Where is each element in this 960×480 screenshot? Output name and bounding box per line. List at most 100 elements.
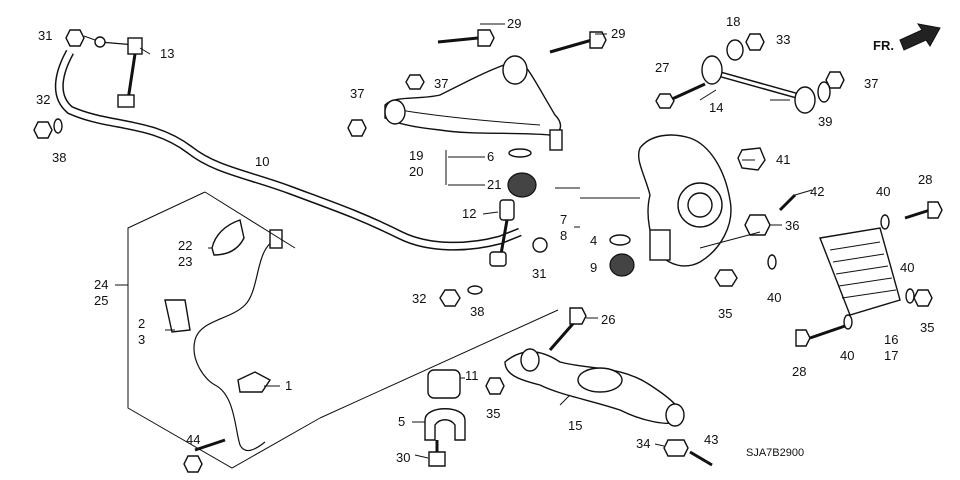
stabilizer-holder-5	[424, 408, 466, 441]
callout-36: 36	[785, 218, 799, 233]
bolt-28-top	[904, 201, 943, 220]
callout-35-lower: 35	[486, 406, 500, 421]
callout-18: 18	[726, 14, 740, 29]
circlip-4	[609, 234, 631, 246]
callout-14: 14	[709, 100, 723, 115]
bolt-42	[778, 193, 797, 212]
callout-28-bottom: 28	[792, 364, 806, 379]
group-bracket-24-25	[127, 191, 321, 469]
callout-35-right: 35	[718, 306, 732, 321]
callout-6: 6	[487, 149, 494, 164]
abs-bracket-22-23	[211, 219, 245, 256]
callout-17: 17	[884, 348, 898, 363]
callout-32-left: 32	[36, 92, 50, 107]
callout-37-upper-left: 37	[434, 76, 448, 91]
callout-3: 3	[138, 332, 145, 347]
callout-1: 1	[285, 378, 292, 393]
callout-16: 16	[884, 332, 898, 347]
knuckle	[638, 134, 732, 267]
callout-25: 25	[94, 293, 108, 308]
callout-26: 26	[601, 312, 615, 327]
callout-37-right: 37	[864, 76, 878, 91]
washer-38-left	[53, 118, 63, 134]
circlip-6	[508, 148, 532, 158]
callout-41: 41	[776, 152, 790, 167]
callout-38-bottom: 38	[470, 304, 484, 319]
stabilizer-link-rear	[489, 199, 548, 267]
callout-19: 19	[409, 148, 423, 163]
callout-28-top: 28	[918, 172, 932, 187]
boot-9	[609, 253, 635, 277]
stabilizer-link-front	[94, 36, 143, 108]
nut-35-right	[714, 269, 738, 287]
callout-31-bottom: 31	[532, 266, 546, 281]
front-direction-arrow-icon	[899, 23, 941, 51]
callout-11: 11	[465, 368, 479, 383]
lower-control-arm	[504, 348, 685, 427]
lower-arm-protector	[819, 227, 901, 316]
upper-link	[701, 39, 816, 114]
callout-12: 12	[462, 206, 476, 221]
callout-37-lower-left: 37	[350, 86, 364, 101]
front-direction-label: FR.	[873, 38, 894, 53]
washer-39	[817, 81, 831, 103]
callout-20: 20	[409, 164, 423, 179]
bolt-43	[689, 450, 713, 467]
nut-32-bottom	[439, 289, 461, 307]
callout-27: 27	[655, 60, 669, 75]
callout-23: 23	[178, 254, 192, 269]
callout-21: 21	[487, 177, 501, 192]
callout-4: 4	[590, 233, 597, 248]
callout-40-c: 40	[900, 260, 914, 275]
nut-37-right	[825, 71, 845, 89]
nut-37-lower-left	[347, 119, 367, 137]
front-direction-indicator: FR.	[873, 23, 941, 53]
callout-35-far-right: 35	[920, 320, 934, 335]
callout-29-left: 29	[507, 16, 521, 31]
washer-40-d	[843, 314, 853, 330]
stabilizer-bar	[54, 49, 522, 251]
boot-21	[507, 172, 537, 198]
bolt-26	[548, 307, 587, 351]
washer-40-a	[880, 214, 890, 230]
nut-34	[663, 439, 689, 457]
callout-22: 22	[178, 238, 192, 253]
callout-40-b: 40	[767, 290, 781, 305]
washer-40-c	[905, 288, 915, 304]
nut-37-upper-left	[405, 74, 425, 90]
bolt-27	[655, 82, 706, 109]
callout-43: 43	[704, 432, 718, 447]
callout-32-bottom: 32	[412, 291, 426, 306]
washer-40-b	[767, 254, 777, 270]
callout-31-top: 31	[38, 28, 52, 43]
callout-9: 9	[590, 260, 597, 275]
abs-bracket-2-3	[164, 299, 191, 333]
callout-8: 8	[560, 228, 567, 243]
diagram-code: SJA7B2900	[746, 447, 804, 459]
callout-30: 30	[396, 450, 410, 465]
callout-34: 34	[636, 436, 650, 451]
nut-32-left	[33, 121, 53, 139]
bolt-44	[183, 438, 226, 473]
callout-24: 24	[94, 277, 108, 292]
callout-40-d: 40	[840, 348, 854, 363]
bolt-30	[428, 440, 446, 467]
upper-control-arm	[384, 55, 563, 151]
bolt-29-left	[437, 29, 495, 47]
abs-sensor-cable	[193, 239, 276, 452]
callout-39: 39	[818, 114, 832, 129]
callout-10: 10	[255, 154, 269, 169]
washer-38-bottom	[467, 285, 483, 295]
callout-15: 15	[568, 418, 582, 433]
nut-36	[744, 214, 771, 236]
nut-33	[745, 33, 765, 51]
callout-29-right: 29	[611, 26, 625, 41]
nut-31-top	[65, 29, 85, 47]
callout-42: 42	[810, 184, 824, 199]
part-number-callouts: 31 1 3 32 38 10 29 29 37 37 19 20 6 21 12…	[36, 14, 934, 465]
callout-33: 33	[776, 32, 790, 47]
bolt-29-right	[549, 31, 607, 54]
bolt-28-bottom	[795, 324, 846, 347]
abs-sensor-group	[127, 191, 321, 473]
